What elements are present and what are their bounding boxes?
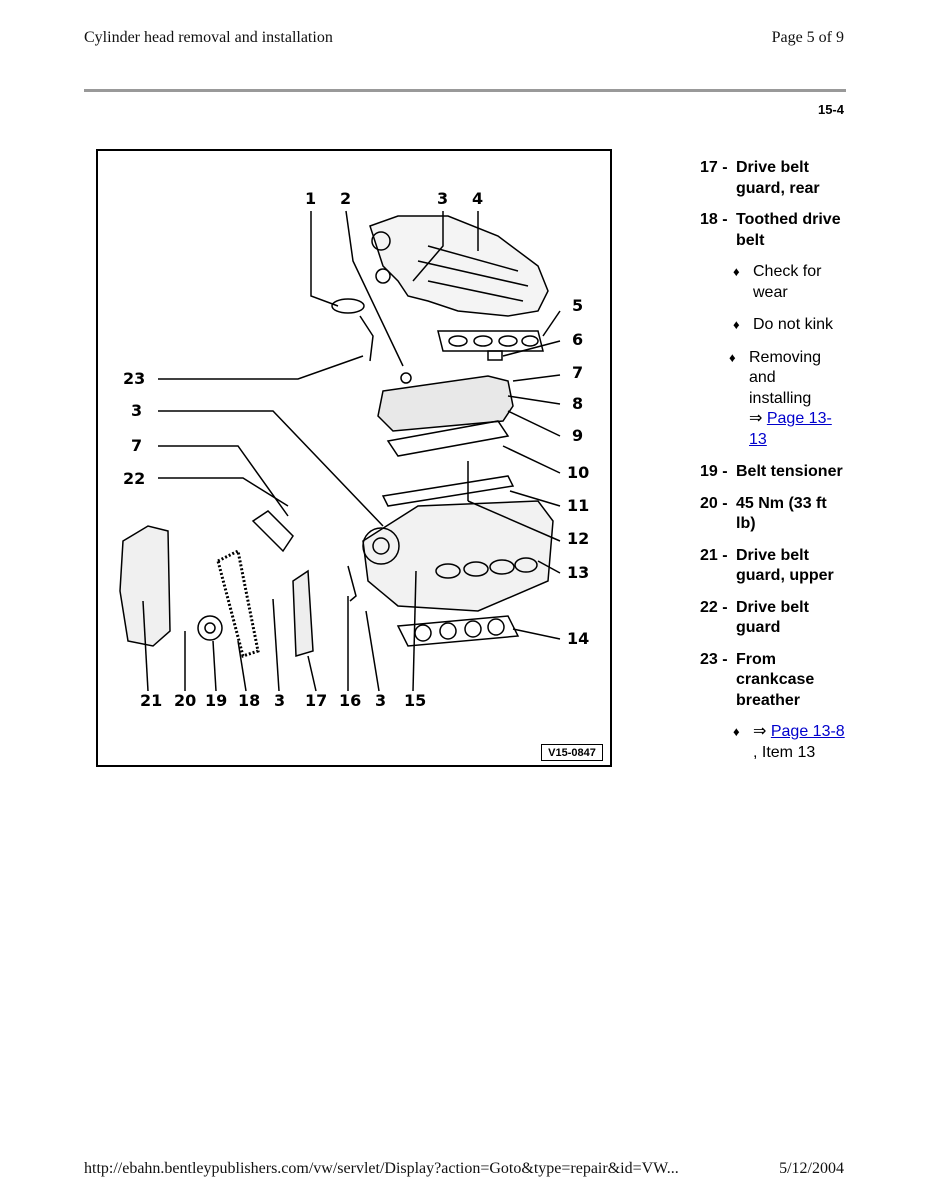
diamond-bullet-icon: ♦ bbox=[729, 349, 736, 365]
callout-12: 12 bbox=[567, 529, 590, 548]
page-13-13-link[interactable]: Page 13-13 bbox=[749, 410, 832, 448]
legend-num: 17 - bbox=[700, 159, 728, 176]
callout-5: 5 bbox=[572, 296, 584, 315]
callout-18: 18 bbox=[238, 691, 261, 710]
callout-3-top: 3 bbox=[437, 189, 449, 208]
callout-16: 16 bbox=[339, 691, 362, 710]
legend-label: Drive belt guard, upper bbox=[736, 546, 834, 585]
legend-item-22: 22 - Drive belt guard bbox=[700, 598, 850, 639]
legend-item-20: 20 - 45 Nm (33 ft lb) bbox=[700, 494, 850, 535]
diamond-bullet-icon: ♦ bbox=[733, 264, 740, 279]
repair-page-ref: 15-4 bbox=[817, 102, 844, 117]
document-title: Cylinder head removal and installation bbox=[84, 29, 333, 46]
source-url: http://ebahn.bentleypublishers.com/vw/se… bbox=[84, 1160, 679, 1177]
header-rule bbox=[84, 89, 846, 92]
bullet-page-13-8: ♦ ⇒ Page 13-8 , Item 13 bbox=[733, 722, 850, 763]
legend-label: Belt tensioner bbox=[736, 463, 843, 480]
callout-6: 6 bbox=[572, 330, 584, 349]
legend-item-19: 19 - Belt tensioner bbox=[700, 462, 850, 483]
print-date: 5/12/2004 bbox=[779, 1160, 844, 1177]
bullet-text: Do not kink bbox=[753, 316, 834, 333]
callout-8: 8 bbox=[572, 394, 584, 413]
callout-7-right: 7 bbox=[572, 363, 584, 382]
callout-21: 21 bbox=[140, 691, 163, 710]
legend-item-21: 21 - Drive belt guard, upper bbox=[700, 546, 850, 587]
callout-11: 11 bbox=[567, 496, 590, 515]
callout-3-left: 3 bbox=[131, 401, 143, 420]
callout-9: 9 bbox=[572, 426, 584, 445]
callout-15: 15 bbox=[404, 691, 427, 710]
figure-tag: V15-0847 bbox=[541, 744, 603, 761]
bullet-text: Check for wear bbox=[753, 263, 822, 301]
legend-num: 18 - bbox=[700, 211, 728, 228]
legend-num: 20 - bbox=[700, 494, 728, 512]
page-counter: Page 5 of 9 bbox=[771, 29, 844, 46]
legend-label: 45 Nm (33 ft lb) bbox=[736, 494, 827, 533]
diamond-bullet-icon: ♦ bbox=[733, 724, 740, 739]
bullet-do-not-kink: ♦ Do not kink bbox=[733, 315, 850, 336]
legend-label: Drive belt guard, rear bbox=[736, 159, 820, 197]
callout-19: 19 bbox=[205, 691, 228, 710]
callout-10: 10 bbox=[567, 463, 590, 482]
arrow-icon: ⇒ bbox=[749, 410, 763, 427]
legend-num: 21 - bbox=[700, 546, 728, 564]
legend-num: 22 - bbox=[700, 598, 728, 616]
callout-2: 2 bbox=[340, 189, 352, 208]
callout-17: 17 bbox=[305, 691, 328, 710]
bullet-removing-installing: ♦ Removing and installing ⇒ Page 13-13 bbox=[729, 348, 850, 451]
legend-num: 23 - bbox=[700, 650, 728, 668]
callout-23: 23 bbox=[123, 369, 146, 388]
legend-label: Drive belt guard bbox=[736, 598, 809, 637]
exploded-engine-diagram: 1 2 3 4 5 6 7 8 9 10 11 12 13 14 23 3 7 … bbox=[96, 149, 612, 767]
callout-22: 22 bbox=[123, 469, 146, 488]
callout-7-left: 7 bbox=[131, 436, 143, 455]
bullet-check-wear: ♦ Check for wear bbox=[733, 262, 850, 303]
legend-label: Toothed drive belt bbox=[736, 211, 841, 249]
bullet-text: , Item 13 bbox=[753, 743, 816, 761]
legend-label: From crankcase breather bbox=[736, 650, 815, 709]
callout-3-bottom-a: 3 bbox=[274, 691, 286, 710]
page-13-8-link[interactable]: Page 13-8 bbox=[770, 723, 845, 740]
callout-4: 4 bbox=[472, 189, 484, 208]
diagram-illustration bbox=[119, 210, 561, 692]
legend-item-17: 17 - Drive belt guard, rear bbox=[700, 158, 850, 199]
callout-1: 1 bbox=[305, 189, 317, 208]
callout-14: 14 bbox=[567, 629, 590, 648]
legend-num: 19 - bbox=[700, 463, 728, 480]
diamond-bullet-icon: ♦ bbox=[733, 317, 740, 332]
legend-item-23: 23 - From crankcase breather bbox=[700, 650, 850, 712]
parts-legend: 17 - Drive belt guard, rear 18 - Toothed… bbox=[700, 158, 850, 775]
callout-3-bottom-b: 3 bbox=[375, 691, 387, 710]
bullet-text: Removing and installing bbox=[749, 348, 822, 407]
callout-13: 13 bbox=[567, 563, 590, 582]
arrow-icon: ⇒ bbox=[753, 723, 767, 740]
legend-item-18: 18 - Toothed drive belt bbox=[700, 210, 850, 251]
callout-20: 20 bbox=[174, 691, 197, 710]
